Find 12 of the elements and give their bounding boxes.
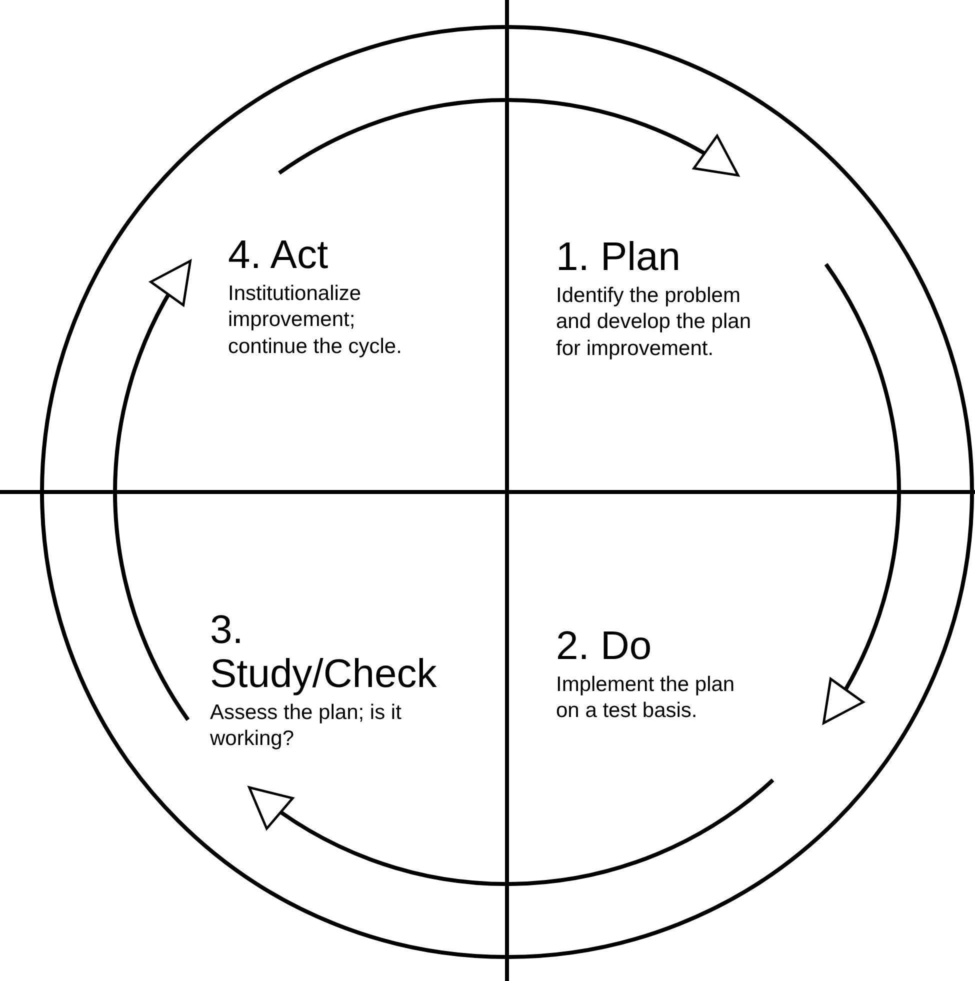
step-description: Institutionalize improvement; continue the cycle.: [228, 281, 403, 360]
cycle-arrow: [822, 263, 901, 724]
step-heading: 2. Do: [556, 624, 652, 668]
cycle-arrow: [113, 260, 192, 721]
step-heading: 1. Plan: [556, 235, 681, 279]
cycle-arrow: [278, 98, 740, 176]
cycle-arrow: [248, 778, 774, 886]
step-description: Implement the plan on a test basis.: [556, 672, 736, 724]
step-heading: 4. Act: [228, 233, 328, 277]
step-heading: 3. Study/Check: [210, 608, 438, 696]
step-description: Assess the plan; is it working?: [210, 700, 402, 752]
step-description: Identify the problem and develop the plan for improvement.: [556, 283, 752, 362]
